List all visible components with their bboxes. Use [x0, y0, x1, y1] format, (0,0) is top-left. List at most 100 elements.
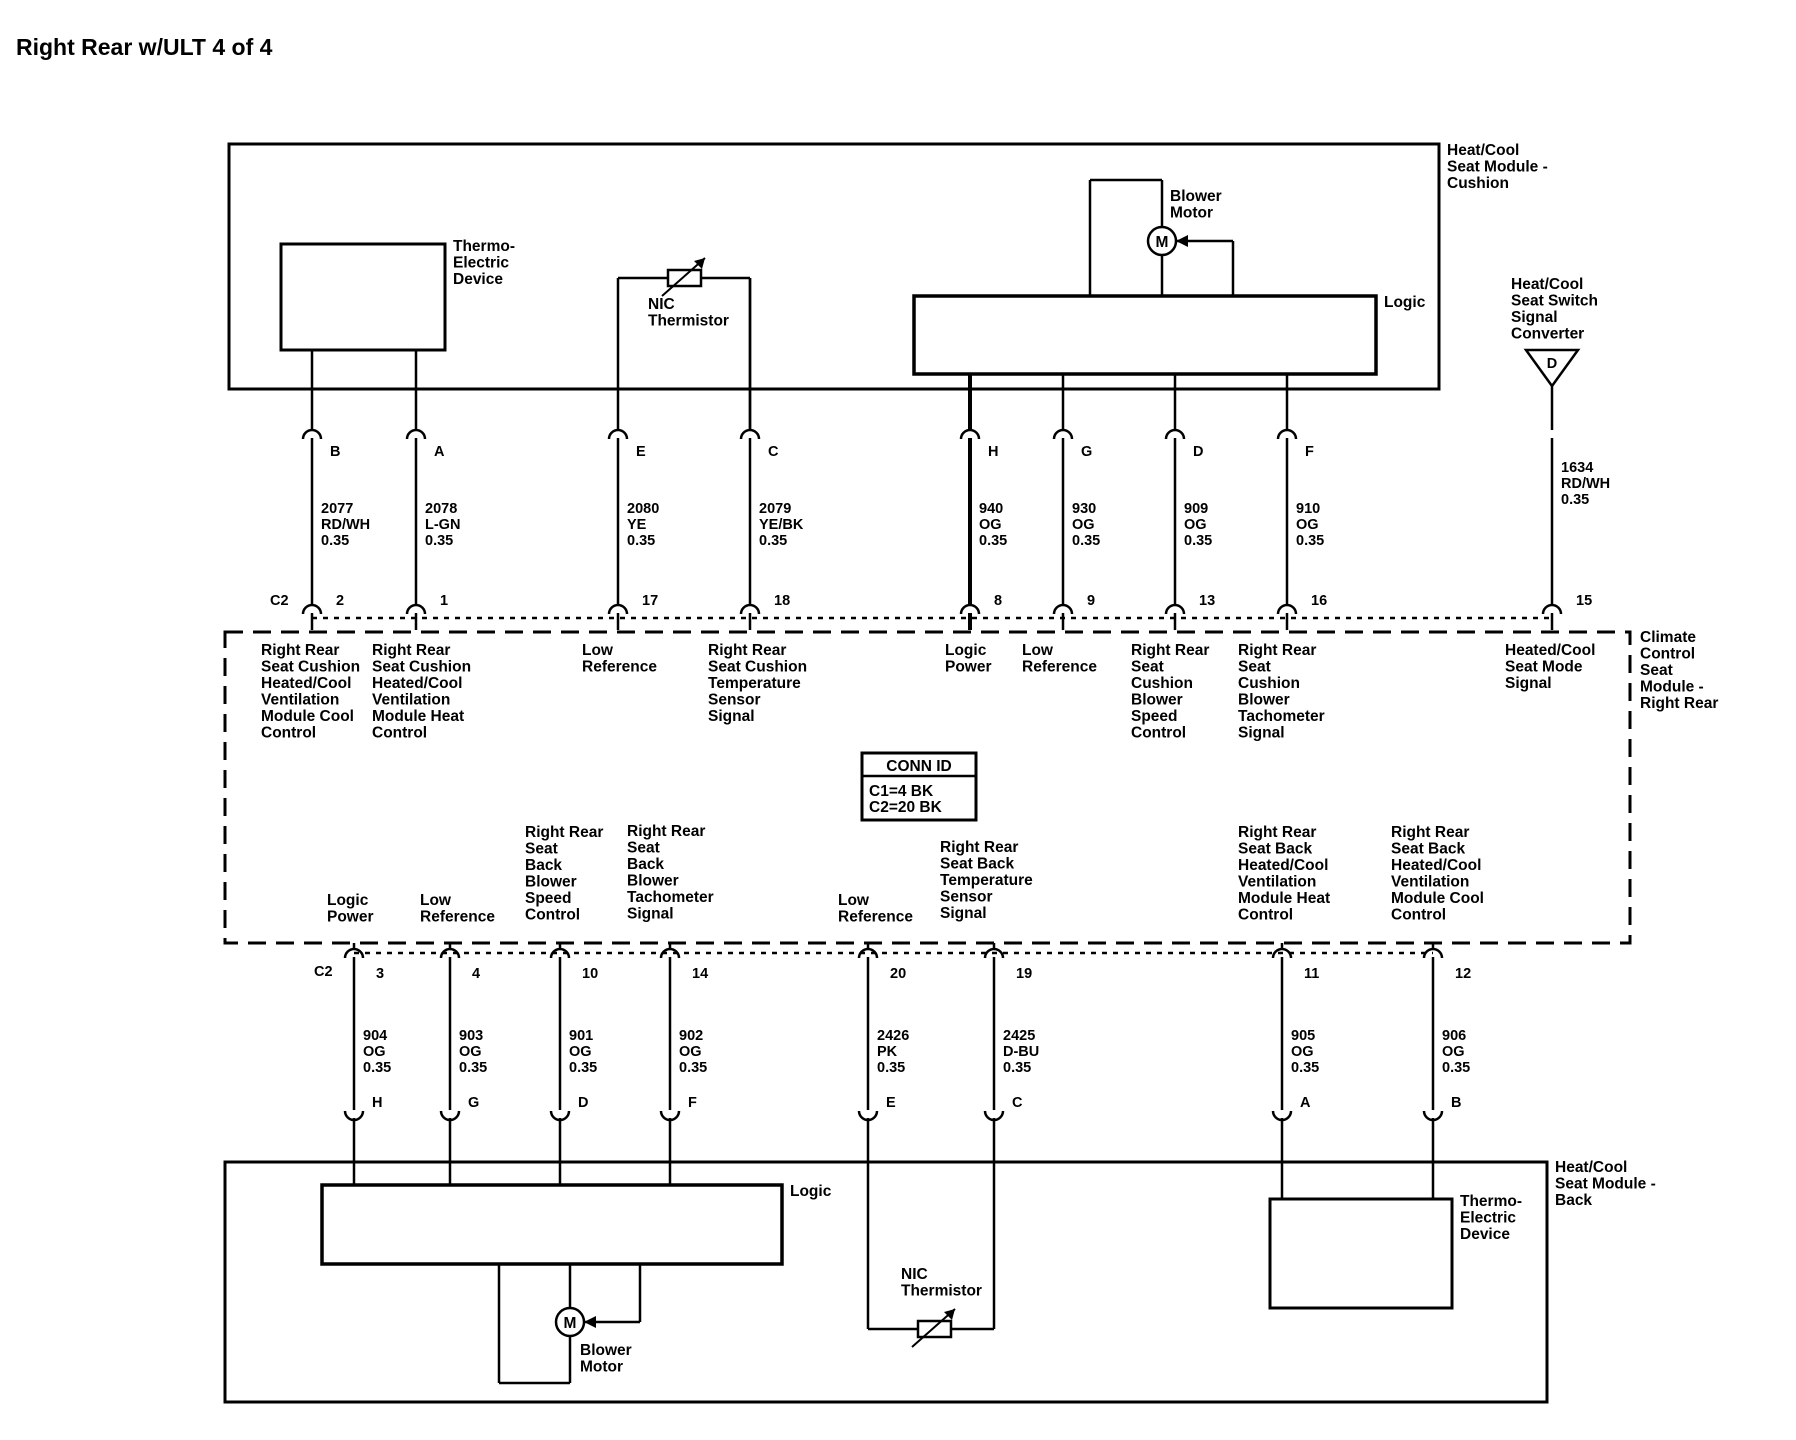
thermo-device-top — [279, 242, 447, 352]
upper-circuit-number-5: 930 — [1072, 501, 1096, 517]
upper-function-label-0-line: Heated/Cool — [261, 675, 351, 692]
lower-function-label-7-line: Module Cool — [1391, 890, 1484, 907]
back-module-label-line: Back — [1555, 1192, 1592, 1209]
upper-harness-connector-0 — [301, 428, 323, 440]
upper-function-label-7-line: Signal — [1238, 725, 1285, 742]
nic-top-arrow-icon — [694, 258, 705, 269]
upper-harness-pin-3: C — [768, 444, 779, 460]
upper-function-label-3-line: Temperature — [708, 675, 801, 692]
thermo-bottom-label-line: Thermo- — [1460, 1193, 1522, 1210]
upper-harness-pin-6: D — [1193, 444, 1203, 460]
upper-module-pin-7: 16 — [1311, 593, 1327, 609]
lower-function-label-4-line: Low — [838, 892, 870, 909]
nic-top-resistor-icon — [666, 268, 703, 288]
upper-module-connector-0 — [301, 603, 323, 615]
lower-harness-pin-6: A — [1300, 1095, 1311, 1111]
upper-function-label-3-line: Signal — [708, 708, 755, 725]
upper-function-label-0-line: Module Cool — [261, 708, 354, 725]
lower-function-label-2-line: Seat — [525, 841, 558, 858]
lower-circuit-number-6: 905 — [1291, 1028, 1315, 1044]
lower-function-label-1-line: Low — [420, 892, 452, 909]
upper-function-label-7-line: Tachometer — [1238, 708, 1325, 725]
lower-function-label-5-line: Right Rear — [940, 839, 1018, 856]
switch-converter-label-line: Heat/Cool — [1511, 276, 1583, 293]
lower-circuit-color-5: D-BU — [1003, 1044, 1039, 1060]
lower-circuit-number-0: 904 — [363, 1028, 387, 1044]
upper-function-label-8-line: Signal — [1505, 675, 1552, 692]
lower-module-connector-2 — [549, 947, 571, 959]
lower-circuit-gauge-3: 0.35 — [679, 1060, 707, 1076]
upper-function-label-6-line: Seat — [1131, 659, 1164, 676]
upper-module-connector-3 — [739, 603, 761, 615]
climate-module-label-line: Module - — [1640, 679, 1704, 696]
upper-circuit-gauge-8: 0.35 — [1561, 492, 1589, 508]
lower-function-label-3-line: Seat — [627, 840, 660, 857]
lower-circuit-color-6: OG — [1291, 1044, 1314, 1060]
climate-module-label-line: Control — [1640, 646, 1695, 663]
lower-module-pin-5: 19 — [1016, 966, 1032, 982]
upper-circuit-gauge-1: 0.35 — [425, 533, 453, 549]
upper-circuit-gauge-4: 0.35 — [979, 533, 1007, 549]
upper-function-label-7: Right RearSeatCushionBlowerTachometerSig… — [1238, 642, 1325, 742]
upper-circuit-color-2: YE — [627, 517, 647, 533]
upper-function-label-6-line: Control — [1131, 725, 1186, 742]
lower-function-label-6-line: Right Rear — [1238, 824, 1316, 841]
lower-harness-pin-7: B — [1451, 1095, 1461, 1111]
upper-harness-connector-6 — [1164, 428, 1186, 440]
upper-function-label-6-line: Cushion — [1131, 675, 1193, 692]
upper-function-label-1-line: Control — [372, 725, 427, 742]
thermo-top-label-line: Electric — [453, 255, 509, 272]
upper-circuit-number-1: 2078 — [425, 501, 457, 517]
upper-harness-connector-7 — [1276, 428, 1298, 440]
upper-harness-pin-4: H — [988, 444, 998, 460]
upper-harness-pin-7: F — [1305, 444, 1314, 460]
lower-function-label-2-line: Back — [525, 857, 562, 874]
upper-module-pin-6: 13 — [1199, 593, 1215, 609]
lower-function-label-6-line: Control — [1238, 907, 1293, 924]
upper-function-label-1-line: Seat Cushion — [372, 659, 471, 676]
upper-function-label-5-line: Reference — [1022, 659, 1097, 676]
upper-module-pin-0: 2 — [336, 593, 344, 609]
lower-function-label-6-line: Module Heat — [1238, 890, 1330, 907]
lower-circuit-color-3: OG — [679, 1044, 702, 1060]
upper-function-label-0-line: Right Rear — [261, 642, 339, 659]
upper-circuit-gauge-2: 0.35 — [627, 533, 655, 549]
nic-top-label-line: NIC — [648, 296, 675, 313]
lower-circuit-number-1: 903 — [459, 1028, 483, 1044]
upper-function-label-0-line: Ventilation — [261, 692, 339, 709]
logic-box-top — [912, 294, 1378, 376]
upper-module-pin-4: 8 — [994, 593, 1002, 609]
upper-module-pin-5: 9 — [1087, 593, 1095, 609]
blower-top-motor-symbol: M — [1156, 234, 1169, 251]
lower-harness-pin-2: D — [578, 1095, 588, 1111]
upper-function-label-1-line: Ventilation — [372, 692, 450, 709]
upper-circuit-number-2: 2080 — [627, 501, 659, 517]
upper-circuit-number-3: 2079 — [759, 501, 791, 517]
upper-circuit-number-4: 940 — [979, 501, 1003, 517]
upper-function-label-1-line: Heated/Cool — [372, 675, 462, 692]
cushion-module-label-line: Seat Module - — [1447, 159, 1548, 176]
upper-circuit-color-0: RD/WH — [321, 517, 370, 533]
lower-harness-pin-0: H — [372, 1095, 382, 1111]
lower-circuit-color-7: OG — [1442, 1044, 1465, 1060]
upper-function-label-7-line: Right Rear — [1238, 642, 1316, 659]
lower-module-connector-6 — [1271, 947, 1293, 959]
blower-top-label-line: Motor — [1170, 205, 1213, 222]
upper-function-label-7-line: Cushion — [1238, 675, 1300, 692]
lower-function-label-1-line: Reference — [420, 909, 495, 926]
lower-module-connector-1 — [439, 947, 461, 959]
upper-circuit-gauge-7: 0.35 — [1296, 533, 1324, 549]
upper-circuit-color-7: OG — [1296, 517, 1319, 533]
upper-function-label-7-line: Blower — [1238, 692, 1290, 709]
lower-harness-pin-3: F — [688, 1095, 697, 1111]
upper-circuit-color-3: YE/BK — [759, 517, 804, 533]
